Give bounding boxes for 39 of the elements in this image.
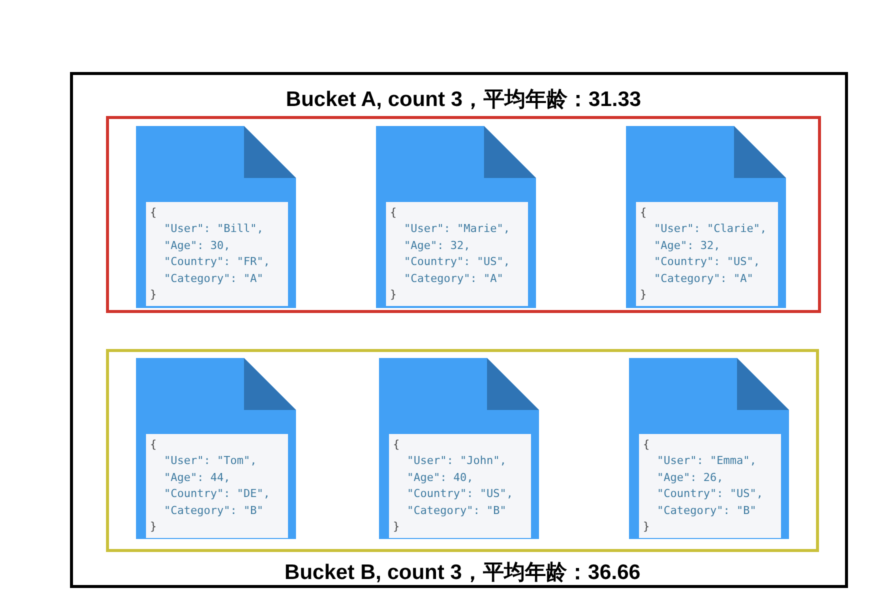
code-line: } [643,519,651,536]
code-line: } [390,287,398,304]
code-line: "User": "Tom", [163,453,258,470]
frame-box [70,72,848,588]
code-line: "Category": "B" [406,502,508,519]
code-line: { [150,205,158,221]
code-line: } [393,519,401,536]
code-line: "Category": "A" [403,270,504,287]
code-line: "Category": "A" [163,270,264,287]
code-line: } [150,519,158,536]
code-line: "User": "Clarie", [653,221,768,238]
code-line: "Age": 32, [653,238,722,254]
code-line: "User": "John", [406,453,508,470]
code-line: } [150,287,158,304]
code-line: { [640,205,648,221]
code-line: } [640,287,648,304]
code-line: "Country": "FR", [163,254,271,270]
code-line: { [150,437,158,453]
code-line: "User": "Emma", [656,453,758,470]
code-line: "Age": 32, [403,238,472,254]
code-line: "Age": 44, [163,470,232,486]
code-line: "Category": "B" [163,502,264,519]
code-line: { [390,205,398,221]
code-line: "Category": "B" [656,502,758,519]
bucket-heading: Bucket A, count 3，平均年龄：31.33 [286,87,642,113]
bucket-heading: Bucket B, count 3，平均年龄：36.66 [284,560,640,586]
code-line: { [393,437,401,453]
code-line: "Country": "US", [653,254,761,270]
code-line: "Age": 30, [163,238,232,254]
code-line: "Category": "A" [653,270,754,287]
code-line: "Age": 26, [656,470,724,486]
code-line: "Age": 40, [406,470,474,486]
code-line: { [643,437,651,453]
code-line: "Country": "DE", [163,486,271,502]
code-line: "User": "Bill", [163,221,264,238]
code-line: "Country": "US", [406,486,514,502]
code-line: "Country": "US", [656,486,764,502]
code-line: "Country": "US", [403,254,511,270]
code-line: "User": "Marie", [403,221,511,238]
